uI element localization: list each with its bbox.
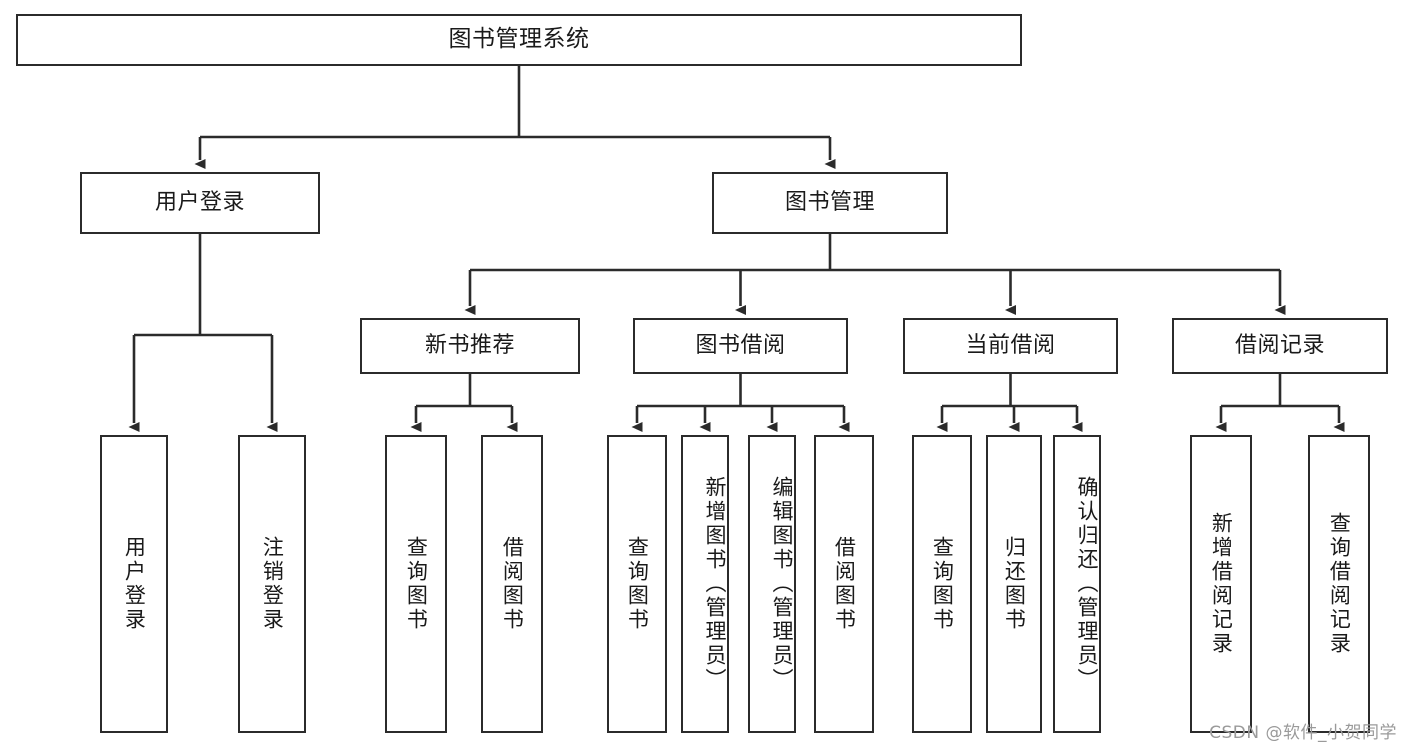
node-root-label: 图书管理系统 xyxy=(448,26,590,53)
node-label: 当前借阅 xyxy=(965,333,1056,359)
node-label: 图书管理 xyxy=(784,190,875,216)
node-label: 图书借阅 xyxy=(695,333,786,359)
node-new-book-rec[interactable]: 新书推荐 xyxy=(360,318,580,374)
node-leaf-borrow-book-rec[interactable]: 借阅图书 xyxy=(481,435,543,733)
node-leaf-user-login[interactable]: 用户登录 xyxy=(100,435,168,733)
node-leaf-add-book[interactable]: 新增图书（管理员） xyxy=(681,435,729,733)
node-leaf-query-book-borrow[interactable]: 查询图书 xyxy=(607,435,667,733)
node-leaf-edit-book[interactable]: 编辑图书（管理员） xyxy=(748,435,796,733)
node-label: 查询图书 xyxy=(404,536,429,632)
node-label: 新书推荐 xyxy=(424,333,515,359)
node-label: 查询借阅记录 xyxy=(1327,512,1352,656)
node-label: 借阅图书 xyxy=(832,536,857,632)
node-label: 借阅图书 xyxy=(500,536,525,632)
node-label: 新增图书（管理员） xyxy=(703,476,727,692)
node-book-manage[interactable]: 图书管理 xyxy=(712,172,948,234)
node-label: 查询图书 xyxy=(930,536,955,632)
node-leaf-query-record[interactable]: 查询借阅记录 xyxy=(1308,435,1370,733)
node-label: 用户登录 xyxy=(154,190,245,216)
node-label: 归还图书 xyxy=(1002,536,1027,632)
node-book-borrow[interactable]: 图书借阅 xyxy=(633,318,848,374)
watermark: CSDN @软件_小贺同学 xyxy=(1209,723,1397,743)
node-leaf-return-book[interactable]: 归还图书 xyxy=(986,435,1042,733)
node-leaf-query-book-rec[interactable]: 查询图书 xyxy=(385,435,447,733)
node-user-login[interactable]: 用户登录 xyxy=(80,172,320,234)
node-leaf-query-book-cur[interactable]: 查询图书 xyxy=(912,435,972,733)
node-label: 编辑图书（管理员） xyxy=(770,476,794,692)
node-label: 确认归还（管理员） xyxy=(1075,476,1099,692)
node-leaf-add-record[interactable]: 新增借阅记录 xyxy=(1190,435,1252,733)
node-leaf-confirm-return[interactable]: 确认归还（管理员） xyxy=(1053,435,1101,733)
node-label: 用户登录 xyxy=(122,536,147,632)
node-leaf-borrow-book[interactable]: 借阅图书 xyxy=(814,435,874,733)
node-current-borrow[interactable]: 当前借阅 xyxy=(903,318,1118,374)
node-label: 借阅记录 xyxy=(1234,333,1325,359)
node-borrow-record[interactable]: 借阅记录 xyxy=(1172,318,1388,374)
node-root[interactable]: 图书管理系统 xyxy=(16,14,1022,66)
node-label: 注销登录 xyxy=(260,536,285,632)
node-label: 新增借阅记录 xyxy=(1209,512,1234,656)
node-label: 查询图书 xyxy=(625,536,650,632)
node-leaf-logout[interactable]: 注销登录 xyxy=(238,435,306,733)
